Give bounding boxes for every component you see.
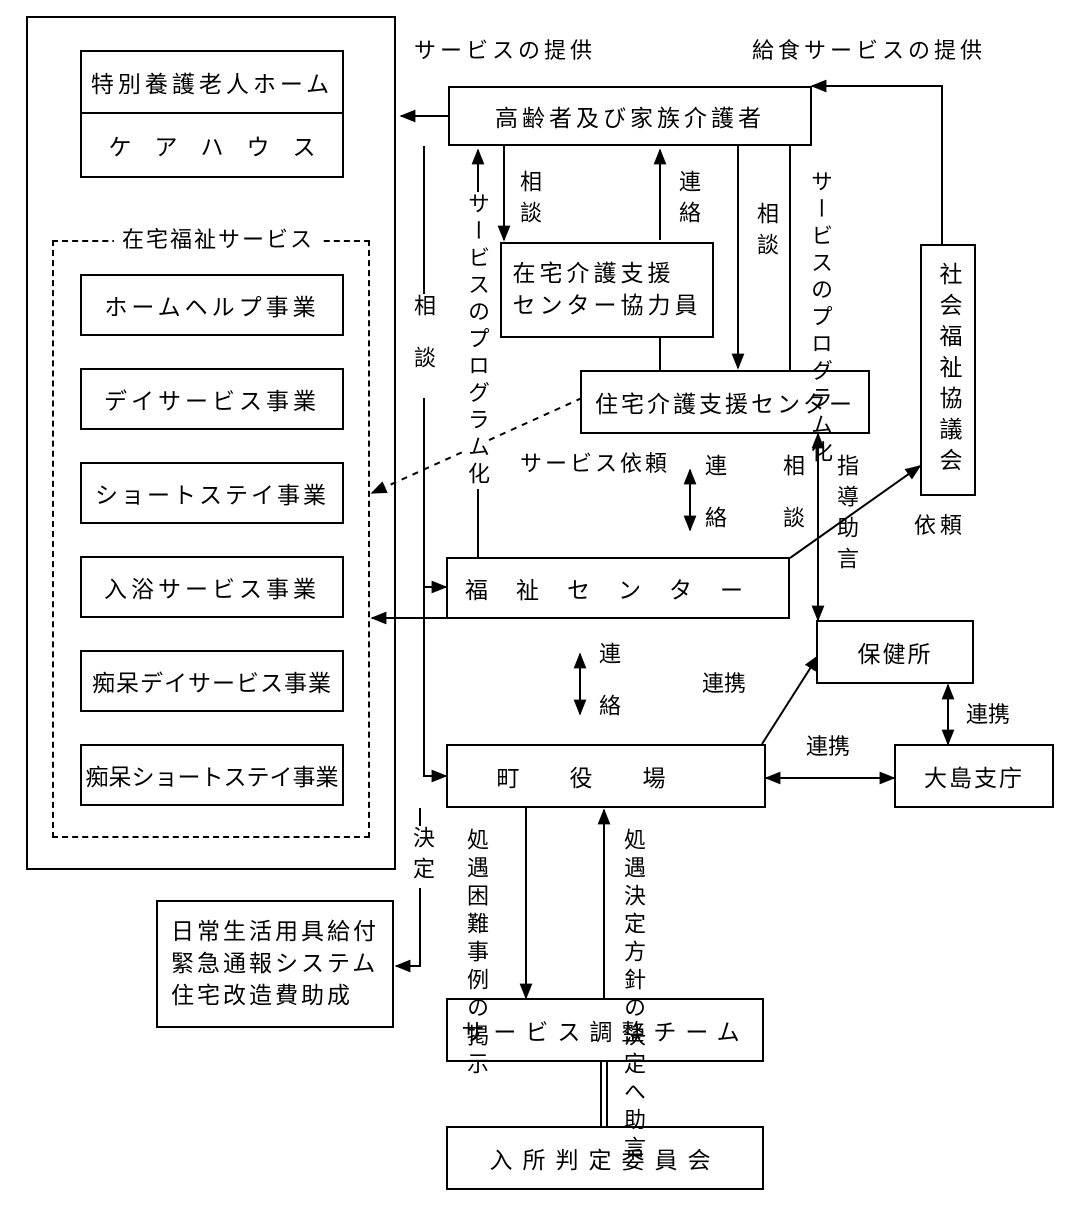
dashed-center-shortstay bbox=[370, 397, 583, 494]
service-dementia-day: 痴呆デイサービス事業 bbox=[80, 650, 344, 712]
service-home-help: ホームヘルプ事業 bbox=[80, 274, 344, 336]
label-consult-left: 相談 bbox=[410, 294, 435, 398]
label-consult-staff: 相談 bbox=[516, 170, 541, 232]
node-branch-office: 大島支庁 bbox=[894, 744, 1054, 808]
label-meal-service: 給食サービスの提供 bbox=[752, 39, 987, 64]
home-welfare-title: 在宅福祉サービス bbox=[114, 230, 323, 252]
node-support-center: 住宅介護支援センター bbox=[580, 370, 870, 434]
label-cooperation-branch: 連携 bbox=[806, 735, 851, 760]
node-benefits: 日常生活用具給付 緊急通報システム 住宅改造費助成 bbox=[156, 900, 394, 1028]
label-service-provision: サービスの提供 bbox=[414, 39, 597, 64]
label-guidance-advice: 指導助言 bbox=[833, 454, 858, 578]
label-cooperation-health: 連携 bbox=[702, 672, 747, 697]
service-short-stay: ショートステイ事業 bbox=[80, 462, 344, 524]
arrow-meal-service bbox=[810, 79, 943, 244]
node-support-staff: 在宅介護支援 センター協力員 bbox=[500, 242, 714, 338]
label-contact-request: 連絡 bbox=[701, 454, 726, 558]
node-adjust-team: サービス調整チーム bbox=[446, 998, 764, 1062]
service-day-service: デイサービス事業 bbox=[80, 368, 344, 430]
arrow-town-health bbox=[761, 654, 819, 745]
label-decision: 決定 bbox=[409, 826, 434, 888]
label-cooperation-health-branch: 連携 bbox=[966, 703, 1011, 728]
service-dementia-short: 痴呆ショートステイ事業 bbox=[80, 744, 344, 806]
label-service-request: サービス依頼 bbox=[520, 452, 671, 477]
facility-frame bbox=[26, 16, 396, 870]
service-bathing: 入浴サービス事業 bbox=[80, 556, 344, 618]
node-elderly: 高齢者及び家族介護者 bbox=[448, 86, 812, 146]
node-admission-committee: 入所判定委員会 bbox=[446, 1126, 764, 1190]
label-policy-advice: 処遇決定方針の決定へ助言 bbox=[620, 828, 645, 1164]
node-welfare-center: 福祉センター bbox=[446, 557, 790, 619]
label-contact-staff: 連絡 bbox=[675, 170, 700, 232]
label-difficult-cases: 処遇困難事例の掲示 bbox=[463, 828, 488, 1080]
node-health-office: 保健所 bbox=[816, 620, 974, 684]
line-consult-town bbox=[423, 146, 448, 783]
facility-box: 特別養護老人ホーム ケ ア ハ ウ ス bbox=[80, 50, 344, 178]
care-house-label: ケ ア ハ ウ ス bbox=[108, 135, 316, 161]
label-request: 依頼 bbox=[914, 514, 967, 539]
label-contact-town: 連絡 bbox=[595, 642, 620, 746]
arrow-request-council bbox=[789, 465, 922, 559]
nursing-home-label: 特別養護老人ホーム bbox=[82, 52, 342, 114]
node-council: 社会福祉協議会 bbox=[920, 244, 976, 496]
label-program-left: サービスのプログラム化 bbox=[464, 192, 489, 489]
label-program-right: サービスのプログラム化 bbox=[807, 170, 832, 467]
label-consult-center: 相談 bbox=[753, 202, 778, 264]
node-town-office: 町役場 bbox=[446, 744, 766, 808]
label-consult-request: 相談 bbox=[779, 454, 804, 558]
